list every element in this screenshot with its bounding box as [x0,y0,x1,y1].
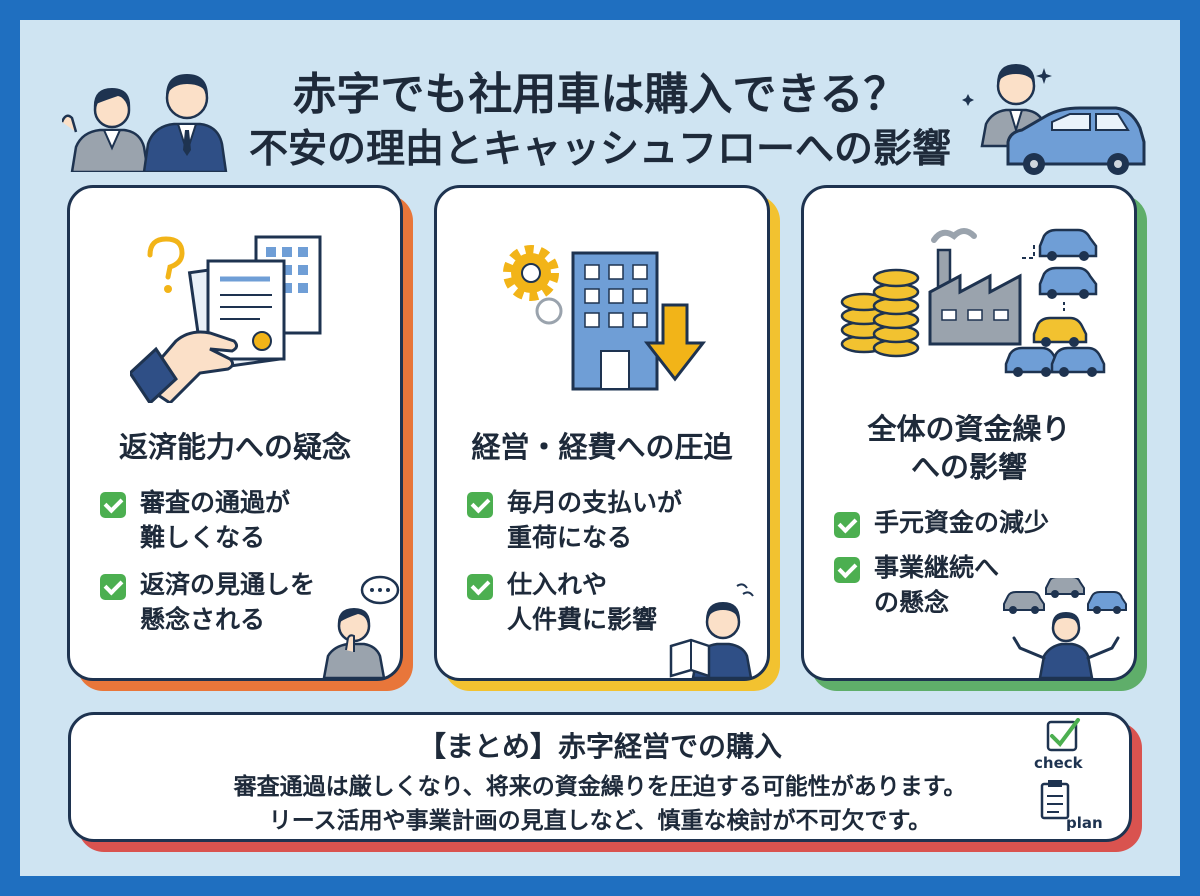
card-3-item-2: 事業継続へ の懸念 [874,553,1000,617]
thinking-woman-illustration [322,575,400,678]
card-management-pressure: 経営・経費への圧迫 毎月の支払いが 重荷になる 仕入れや 人件費に影響 [434,185,770,681]
gear-icon [503,245,563,325]
check-icon [100,492,126,518]
car-icon [1003,591,1045,614]
page-title: 赤字でも社用車は購入できる？ [292,69,908,120]
car-icon [1038,266,1098,299]
card-1-title: 返済能力への疑念 [118,430,351,464]
car-icon [1006,106,1146,175]
check-icon [834,557,860,583]
loan-document-illustration [130,235,322,403]
businessman-with-car-illustration [962,64,1146,175]
check-icon [100,574,126,600]
check-icon [467,574,493,600]
car-icon [1032,316,1088,347]
cashflow-illustration [840,228,1106,377]
worried-man-reading-illustration [669,583,754,678]
coins-icon [840,268,920,358]
clipboard-icon [1040,780,1070,820]
check-icon [1046,718,1080,752]
business-people-illustration [62,74,228,172]
card-2-item-1: 毎月の支払いが 重荷になる [507,488,683,552]
page-subtitle: 不安の理由とキャッシュフローへの影響 [248,127,951,172]
check-icon [467,492,493,518]
building-icon [571,251,659,391]
check-plan-illustration: check plan [1034,718,1103,832]
summary-line-2: リース活用や事業計画の見直しなど、慎重な検討が不可欠です。 [268,808,932,834]
card-2-item-2: 仕入れや 人件費に影響 [507,570,658,634]
factory-icon [928,228,1022,346]
plan-label: plan [1066,814,1103,832]
speech-bubble-icon [360,575,400,605]
hand-icon [130,330,239,403]
card-cashflow-impact: 全体の資金繰り への影響 手元資金の減少 事業継続へ の懸念 [801,185,1137,681]
check-label: check [1034,754,1084,772]
down-arrow-icon [643,303,707,382]
card-repayment-doubt: 返済能力への疑念 審査の通過が 難しくなる 返済の見通しを 懸念される [67,185,403,681]
car-icon [1087,591,1127,614]
car-icon [1050,346,1106,377]
declining-business-illustration [503,245,707,391]
summary-box: 【まとめ】赤字経営での購入 審査通過は厳しくなり、将来の資金繰りを圧迫する可能性… [68,712,1132,842]
card-1-item-1: 審査の通過が 難しくなる [140,488,291,552]
summary-title: 【まとめ】赤字経営での購入 [417,730,782,763]
summary-line-1: 審査通過は厳しくなり、将来の資金繰りを圧迫する可能性があります。 [233,774,967,800]
card-1-item-2: 返済の見通しを 懸念される [140,570,316,634]
check-icon [834,512,860,538]
car-icon [1004,346,1060,377]
car-icon [1038,228,1098,261]
question-icon [147,236,185,293]
businessman-shrugging-illustration [1003,578,1127,678]
card-3-title: 全体の資金繰り への影響 [867,412,1071,484]
car-icon [1045,578,1085,598]
card-3-item-1: 手元資金の減少 [874,508,1050,537]
card-2-title: 経営・経費への圧迫 [471,430,733,464]
